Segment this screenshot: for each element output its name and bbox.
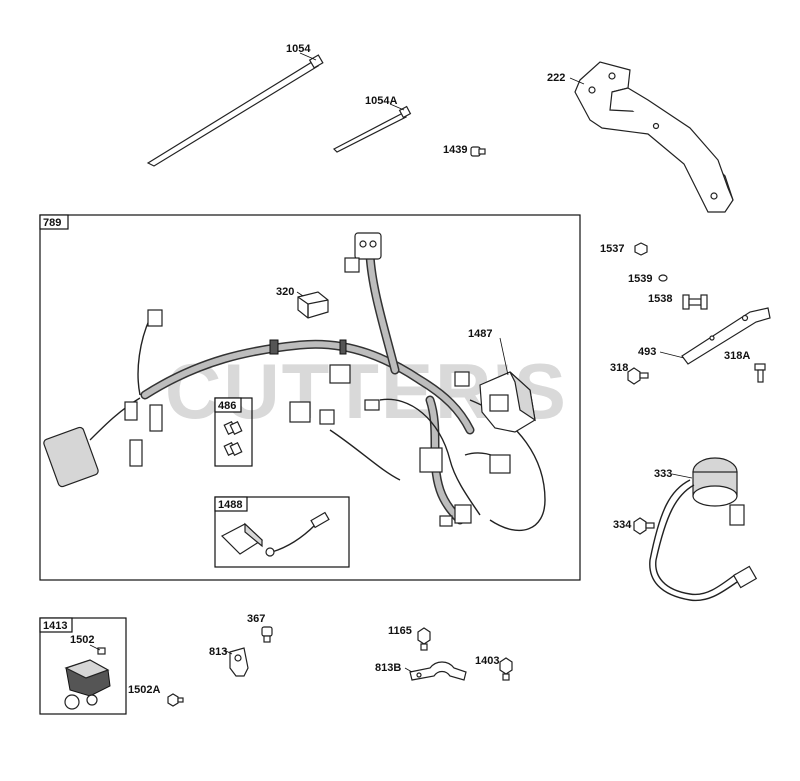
- leader-813b: [404, 667, 413, 673]
- callout-493[interactable]: 493: [638, 346, 656, 358]
- harness-frame-789: [39, 214, 581, 581]
- callout-1403[interactable]: 1403: [475, 655, 499, 667]
- harness-tab-789: [39, 214, 69, 230]
- screw-367[interactable]: [261, 626, 273, 643]
- sensor-333[interactable]: [649, 457, 758, 602]
- cable-tie-1054[interactable]: [146, 54, 324, 167]
- callout-1165[interactable]: 1165: [388, 625, 412, 637]
- screw-334[interactable]: [633, 517, 655, 535]
- leader-1054: [299, 52, 317, 61]
- bracket-493[interactable]: [681, 307, 771, 365]
- clamp-813b[interactable]: [409, 661, 467, 681]
- callout-1488[interactable]: 1488: [218, 499, 242, 511]
- screw-1502a[interactable]: [167, 693, 184, 707]
- screw-1165[interactable]: [417, 627, 431, 651]
- callout-222[interactable]: 222: [547, 72, 565, 84]
- bracket-222[interactable]: [574, 61, 734, 213]
- callout-318[interactable]: 318: [610, 362, 628, 374]
- fuse-box-1487[interactable]: [479, 371, 536, 433]
- connector-tab-1488: [214, 496, 248, 512]
- leader-493: [659, 351, 685, 359]
- callout-813[interactable]: 813: [209, 646, 227, 658]
- leader-333: [671, 473, 693, 479]
- callout-1487[interactable]: 1487: [468, 328, 492, 340]
- callout-1502A[interactable]: 1502A: [128, 684, 160, 696]
- leader-1502: [89, 644, 101, 651]
- callout-1538[interactable]: 1538: [648, 293, 672, 305]
- callout-1502[interactable]: 1502: [70, 634, 94, 646]
- callout-1539[interactable]: 1539: [628, 273, 652, 285]
- callout-318A[interactable]: 318A: [724, 350, 750, 362]
- connector-frame-1488: [214, 496, 350, 568]
- sensor-frame-1413: [39, 617, 127, 715]
- callout-1054a[interactable]: 1054A: [365, 95, 397, 107]
- callout-333[interactable]: 333: [654, 468, 672, 480]
- leader-1487: [499, 337, 509, 376]
- leader-813: [223, 649, 233, 655]
- cable-tie-1054a[interactable]: [332, 105, 412, 153]
- leader-320: [296, 291, 304, 297]
- callout-1054[interactable]: 1054: [286, 43, 311, 55]
- clamp-813[interactable]: [229, 647, 249, 677]
- callout-1413[interactable]: 1413: [43, 620, 67, 632]
- grommet-1538[interactable]: [682, 294, 708, 310]
- callout-789[interactable]: 789: [43, 217, 61, 229]
- wire-harness-789[interactable]: [43, 232, 546, 531]
- callout-1439[interactable]: 1439: [443, 144, 467, 156]
- callout-486[interactable]: 486: [218, 400, 236, 412]
- relay-320[interactable]: [297, 291, 329, 319]
- screw-318[interactable]: [627, 367, 649, 385]
- throttle-sensor-1502[interactable]: [64, 647, 111, 710]
- fuses-486[interactable]: [223, 420, 243, 457]
- bolt-318a[interactable]: [754, 363, 766, 383]
- callout-1537[interactable]: 1537: [600, 243, 624, 255]
- leader-222: [569, 77, 585, 85]
- connector-kit-1488[interactable]: [220, 511, 330, 557]
- leader-1054a: [389, 103, 405, 111]
- screw-1403[interactable]: [499, 657, 513, 681]
- screw-1439[interactable]: [470, 146, 486, 157]
- washer-1539[interactable]: [658, 274, 668, 282]
- callout-320[interactable]: 320: [276, 286, 294, 298]
- callout-334[interactable]: 334: [613, 519, 632, 531]
- callout-813B[interactable]: 813B: [375, 662, 401, 674]
- sensor-tab-1413: [39, 617, 73, 633]
- nut-1537[interactable]: [634, 242, 648, 256]
- callout-367[interactable]: 367: [247, 613, 265, 625]
- fuse-tab-486: [214, 397, 242, 413]
